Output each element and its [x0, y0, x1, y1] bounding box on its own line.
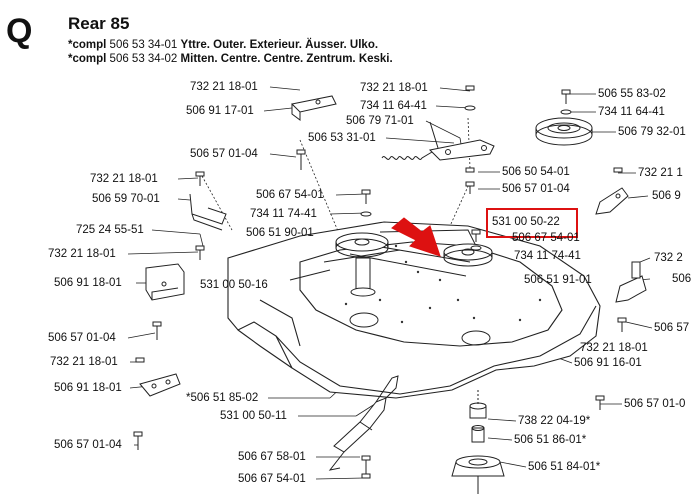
part-label: 506 51 90-01: [246, 227, 314, 239]
part-label: 734 11 64-41: [598, 106, 665, 118]
section-title: Rear 85: [68, 14, 130, 33]
part-label: 732 21 18-01: [580, 342, 648, 354]
part-label: *506 51 85-02: [186, 392, 259, 404]
part-label: 506 57 01-04: [48, 332, 116, 344]
part-label: 732 21 1: [638, 167, 683, 179]
top-bracket: [290, 95, 337, 121]
part-label: 506 67 54-01: [256, 189, 324, 201]
part-label: 506 57 01-04: [502, 183, 570, 195]
part-label: 506 9: [652, 190, 681, 202]
part-label: 732 2: [654, 252, 683, 264]
left-pulley: [335, 232, 389, 258]
part-label: 506 51 84-01*: [528, 461, 601, 473]
part-label: 732 21 18-01: [190, 81, 258, 93]
highlighted-part-label: 531 00 50-22: [492, 216, 560, 228]
part-label: 732 21 18-01: [48, 248, 116, 260]
part-label: 506 67 54-01: [238, 473, 306, 485]
part-label: 506 59 70-01: [92, 193, 160, 205]
highlight-arrow: [391, 217, 441, 257]
tension-spring: [381, 151, 433, 160]
part-label: 506 91 16-01: [574, 357, 642, 369]
compl-desc: Yttre. Outer. Exterieur. Äusser. Ulko.: [180, 39, 379, 51]
compl-prefix: *compl: [68, 53, 107, 65]
part-label: 732 21 18-01: [90, 173, 158, 185]
part-label: 506 91 17-01: [186, 105, 254, 117]
part-label: 506 51 91-01: [524, 274, 592, 286]
part-label: 734 11 74-41: [514, 250, 581, 262]
part-label: 506: [672, 273, 691, 285]
part-label: 506 67 58-01: [238, 451, 306, 463]
part-label: 531 00 50-11: [220, 410, 287, 422]
part-label: 531 00 50-16: [200, 279, 268, 291]
compl-line-centre: *compl 506 53 34-02 Mitten. Centre. Cent…: [68, 52, 393, 66]
compl-number: 506 53 34-02: [109, 53, 178, 65]
compl-desc: Mitten. Centre. Centre. Zentrum. Keski.: [180, 53, 393, 65]
part-label: 506 57 01-04: [54, 439, 122, 451]
part-label: 506 91 18-01: [54, 382, 122, 394]
left-bracket-middle: [145, 263, 185, 301]
blade: [328, 375, 399, 471]
part-label: 734 11 64-41: [360, 100, 427, 112]
part-label: 506 67 54-01: [512, 232, 580, 244]
right-bracket-lower: [615, 261, 647, 303]
section-letter: Q: [6, 12, 33, 50]
part-label: 506 50 54-01: [502, 166, 570, 178]
part-label: 506 53 31-01: [308, 132, 376, 144]
part-label: 732 21 18-01: [360, 82, 428, 94]
compl-prefix: *compl: [68, 39, 107, 51]
part-label: 506 55 83-02: [598, 88, 666, 100]
tension-arm: [428, 121, 495, 161]
right-bracket-upper: [595, 187, 629, 215]
part-label: 506 79 32-01: [618, 126, 686, 138]
compl-number: 506 53 34-01: [109, 39, 178, 51]
part-label: 732 21 18-01: [50, 356, 118, 368]
spindle-opening-left: [349, 312, 379, 328]
compl-line-outer: *compl 506 53 34-01 Yttre. Outer. Exteri…: [68, 38, 378, 52]
bolts: [133, 85, 627, 479]
highlight-box: [486, 208, 578, 238]
lower-spindle: [451, 390, 505, 494]
top-right-pulley: [535, 117, 593, 146]
part-label: 506 79 71-01: [346, 115, 414, 127]
part-label: 506 57 01-04: [190, 148, 258, 160]
part-label: 506 51 86-01*: [514, 434, 587, 446]
part-label: 506 57: [654, 322, 690, 334]
part-label: 725 24 55-51: [76, 224, 144, 236]
left-spindle: [350, 257, 376, 297]
part-label: 738 22 04-19*: [518, 415, 591, 427]
deck-holes: [344, 244, 542, 324]
part-label: 506 91 18-01: [54, 277, 122, 289]
part-label: 506 57 01-0: [624, 398, 686, 410]
left-bracket-upper: [189, 193, 227, 231]
part-label: 734 11 74-41: [250, 208, 317, 220]
left-bracket-lower: [139, 373, 181, 397]
spindle-opening-right: [461, 330, 491, 346]
deck-housing: [227, 221, 601, 399]
